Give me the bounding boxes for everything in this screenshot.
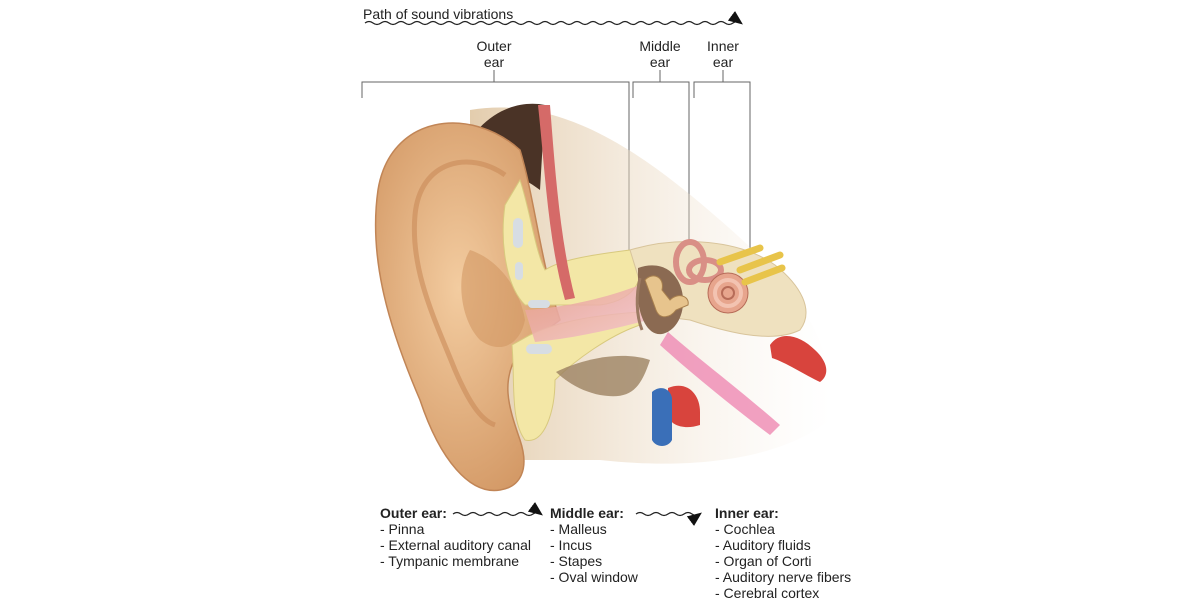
concha [461, 250, 525, 348]
inner-ear-list: Inner ear: - Cochlea - Auditory fluids -… [715, 505, 851, 601]
middle-ear-list: Middle ear: - Malleus - Incus - Stapes -… [550, 505, 638, 585]
outer-ear-label: Outer ear [464, 38, 524, 70]
outer-ear-label-sub: ear [483, 54, 505, 70]
sound-path-wave [364, 11, 743, 26]
middle-to-inner-wave [635, 511, 702, 526]
semicircular-canals [673, 239, 724, 285]
list-item: - Malleus [550, 521, 607, 537]
cartilage-spot [515, 262, 523, 280]
outer-ear-label-name: Outer [476, 38, 512, 54]
vein-lower [652, 388, 672, 446]
middle-ear-label-sub: ear [649, 54, 671, 70]
middle-ear-label: Middle ear [630, 38, 690, 70]
outer-ear-list: Outer ear: - Pinna - External auditory c… [380, 505, 531, 569]
tympanic-membrane [635, 277, 644, 331]
outer-ear-bracket [361, 70, 630, 98]
list-item: - Organ of Corti [715, 553, 812, 569]
external-auditory-canal [525, 285, 648, 342]
artery-right [770, 335, 827, 382]
cartilage-spot [528, 300, 550, 308]
list-item: - Pinna [380, 521, 425, 537]
cartilage-spot [526, 344, 552, 354]
middle-ear-label-name: Middle [639, 38, 681, 54]
ossicles [644, 275, 689, 318]
cochlea [707, 272, 749, 314]
artery-lower [668, 385, 700, 428]
list-item: - Cochlea [715, 521, 775, 537]
list-item: - Auditory fluids [715, 537, 811, 553]
inner-ear-bracket [693, 70, 751, 98]
list-item: - External auditory canal [380, 537, 531, 553]
inner-ear-label-sub: ear [712, 54, 734, 70]
list-item: - Tympanic membrane [380, 553, 520, 569]
inner-ear-list-heading: Inner ear: [715, 505, 779, 521]
auditory-nerve [716, 244, 786, 286]
inner-ear-label-name: Inner [707, 38, 739, 54]
list-item: - Auditory nerve fibers [715, 569, 852, 585]
middle-ear-bracket [632, 70, 690, 98]
list-item: - Cerebral cortex [715, 585, 820, 601]
inner-ear-label: Inner ear [693, 38, 753, 70]
path-label: Path of sound vibrations [363, 6, 514, 22]
outer-ear-list-heading: Outer ear: [380, 505, 447, 521]
tissue-lower [556, 355, 650, 397]
list-item: - Incus [550, 537, 593, 553]
auditory-tube [660, 332, 780, 435]
list-item: - Oval window [550, 569, 638, 585]
outer-to-middle-wave [452, 502, 543, 517]
cartilage-spot [513, 218, 523, 248]
canal-skin-strip [538, 105, 575, 300]
middle-ear-list-heading: Middle ear: [550, 505, 624, 521]
pinna-fold [411, 159, 507, 428]
list-item: - Stapes [550, 553, 603, 569]
